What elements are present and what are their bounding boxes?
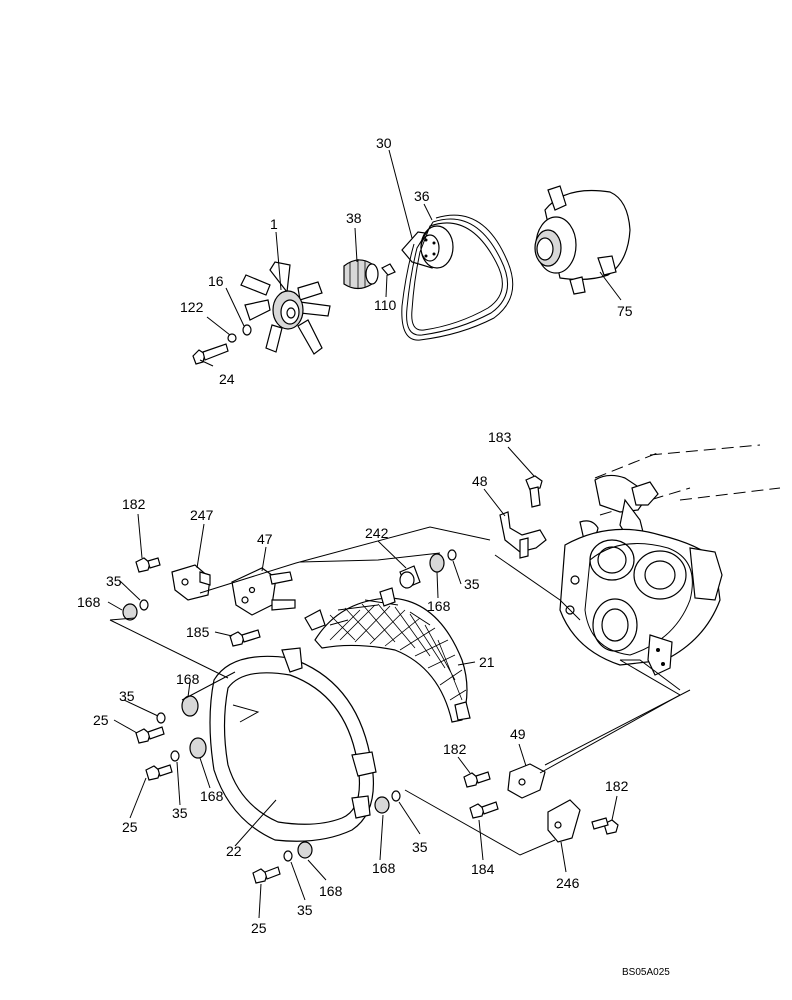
callout-168-lower: 168 bbox=[200, 788, 224, 804]
washer-35-bottom bbox=[283, 850, 293, 862]
fan-guard-21 bbox=[304, 587, 471, 723]
callout-35-mid: 35 bbox=[119, 688, 135, 704]
callout-49: 49 bbox=[510, 726, 526, 742]
callout-21: 21 bbox=[479, 654, 495, 670]
bolt-25-bottom bbox=[252, 866, 281, 884]
bolt-182-right bbox=[591, 817, 619, 835]
bolt-25-upper bbox=[135, 726, 165, 744]
callout-24: 24 bbox=[219, 371, 235, 387]
callout-182-mid: 182 bbox=[443, 741, 467, 757]
bracket-247 bbox=[171, 564, 211, 601]
reference-lines bbox=[109, 526, 691, 856]
callout-168-right: 168 bbox=[372, 860, 396, 876]
grommet-168-lower bbox=[189, 737, 207, 759]
callout-168-upper: 168 bbox=[427, 598, 451, 614]
bracket-48 bbox=[499, 511, 547, 559]
bolt-183 bbox=[525, 475, 543, 508]
callout-25-upper: 25 bbox=[93, 712, 109, 728]
bracket-47 bbox=[231, 567, 296, 616]
washer-35-right bbox=[391, 790, 401, 802]
spacer-242 bbox=[399, 565, 421, 589]
fan bbox=[240, 261, 331, 355]
spacer-38 bbox=[343, 259, 379, 290]
callouts: 1 16 122 24 38 110 30 36 75 183 48 182 2… bbox=[77, 135, 633, 936]
washer-35-lower bbox=[170, 750, 180, 762]
callout-168-bottom: 168 bbox=[319, 883, 343, 899]
grommet-168-bottom bbox=[297, 841, 313, 859]
bracket-49 bbox=[507, 763, 546, 799]
bolt-25-mid bbox=[145, 764, 173, 781]
washer-35-left bbox=[139, 599, 149, 611]
callout-184: 184 bbox=[471, 861, 495, 877]
callout-36: 36 bbox=[414, 188, 430, 204]
callout-25-bottom: 25 bbox=[251, 920, 267, 936]
grommet-168-upper bbox=[429, 553, 445, 573]
alternator-75 bbox=[534, 185, 631, 295]
callout-35-right: 35 bbox=[412, 839, 428, 855]
callout-48: 48 bbox=[472, 473, 488, 489]
fan-shroud-22 bbox=[209, 647, 377, 842]
callout-1: 1 bbox=[270, 216, 278, 232]
bolt-182-mid bbox=[463, 771, 491, 788]
callout-35-left: 35 bbox=[106, 573, 122, 589]
callout-25-mid: 25 bbox=[122, 819, 138, 835]
callout-22: 22 bbox=[226, 843, 242, 859]
washer-122 bbox=[227, 333, 237, 343]
bolt-110 bbox=[381, 263, 396, 276]
leader-lines bbox=[107, 149, 622, 919]
callout-242: 242 bbox=[365, 525, 389, 541]
callout-35-upper: 35 bbox=[464, 576, 480, 592]
callout-247: 247 bbox=[190, 507, 214, 523]
grommet-168-left bbox=[122, 603, 138, 621]
callout-246: 246 bbox=[556, 875, 580, 891]
callout-182-right: 182 bbox=[605, 778, 629, 794]
callout-168-mid: 168 bbox=[176, 671, 200, 687]
washer-16 bbox=[242, 324, 252, 336]
callout-35-bottom: 35 bbox=[297, 902, 313, 918]
bracket-246 bbox=[547, 799, 581, 843]
bolt-184 bbox=[469, 801, 499, 819]
callout-122: 122 bbox=[180, 299, 204, 315]
bolt-182-upper bbox=[135, 557, 161, 573]
washer-35-mid bbox=[156, 712, 166, 724]
bolt-24 bbox=[192, 343, 229, 365]
belt-36 bbox=[401, 214, 514, 341]
bolt-185 bbox=[229, 629, 261, 647]
callout-185: 185 bbox=[186, 624, 210, 640]
callout-38: 38 bbox=[346, 210, 362, 226]
callout-168-left: 168 bbox=[77, 594, 101, 610]
callout-182-upper: 182 bbox=[122, 496, 146, 512]
callout-110: 110 bbox=[374, 297, 397, 313]
callout-30: 30 bbox=[376, 135, 392, 151]
engine-block bbox=[559, 444, 781, 676]
callout-75: 75 bbox=[617, 303, 633, 319]
washer-35-upper bbox=[447, 549, 457, 561]
callout-35-lower: 35 bbox=[172, 805, 188, 821]
callout-16: 16 bbox=[208, 273, 224, 289]
drawing-code: BS05A025 bbox=[622, 967, 670, 978]
callout-47: 47 bbox=[257, 531, 273, 547]
grommet-168-right bbox=[374, 796, 390, 814]
callout-183: 183 bbox=[488, 429, 512, 445]
